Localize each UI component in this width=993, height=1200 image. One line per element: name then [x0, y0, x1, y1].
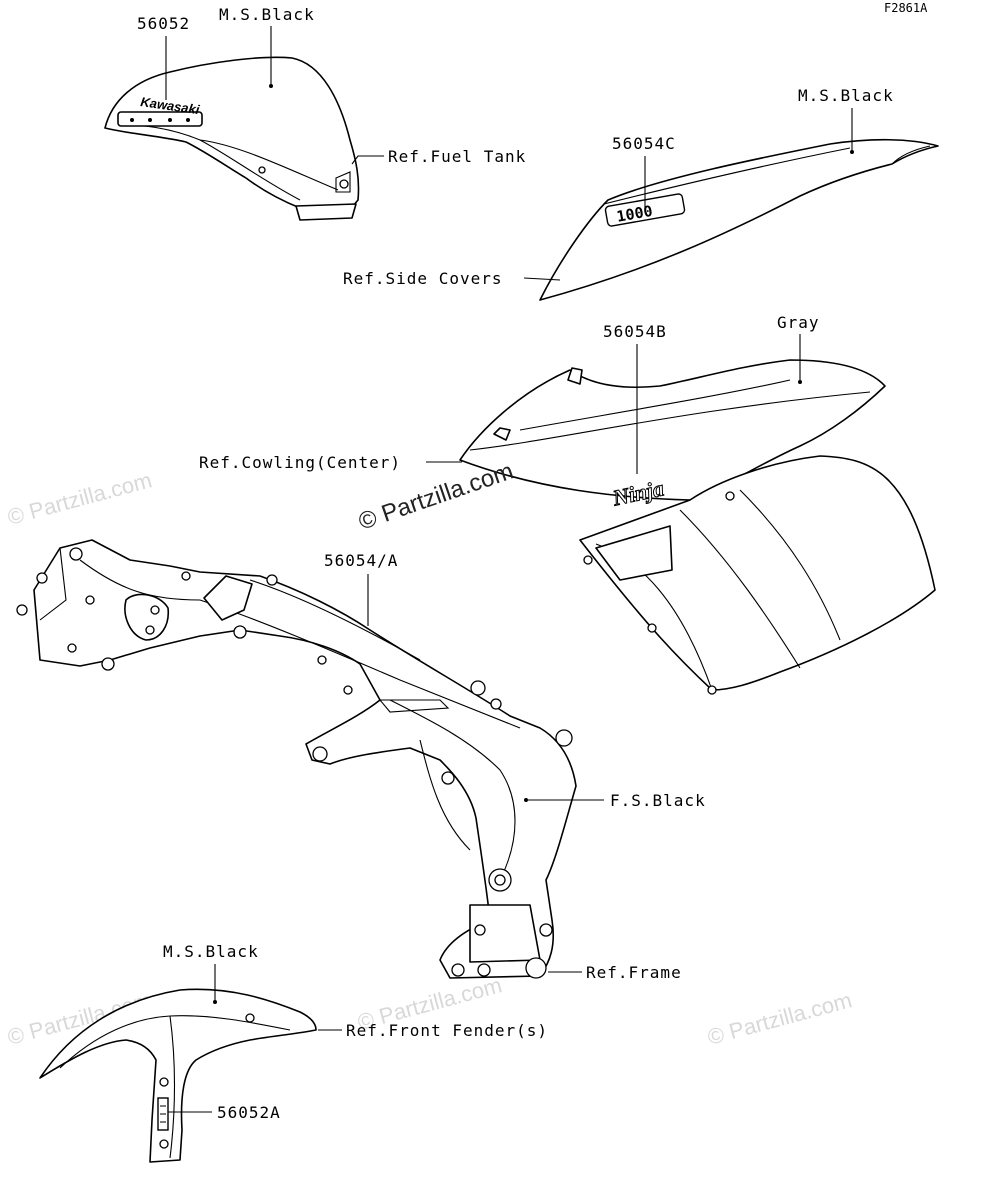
cowling-part-number: 56054B: [603, 322, 667, 341]
side-ref-leader: [523, 277, 561, 281]
center-cowling-illustration: Ninja: [459, 359, 936, 695]
fuel-tank-illustration: Kawasaki: [104, 56, 360, 221]
front-fender-illustration: [39, 988, 317, 1163]
fender-part-number: 56052A: [217, 1103, 281, 1122]
side-cover-illustration: 1000: [539, 138, 939, 301]
cowling-reference-label: Ref.Cowling(Center): [199, 453, 401, 472]
side-cover-badge: 1000: [615, 202, 654, 226]
frame-reference-label: Ref.Frame: [586, 963, 682, 982]
cowling-color-label: Gray: [777, 313, 820, 332]
frame-illustration: [16, 539, 577, 979]
figure-code: F2861A: [884, 1, 928, 15]
fender-reference-label: Ref.Front Fender(s): [346, 1021, 548, 1040]
watermark-left: © Partzilla.com: [5, 467, 155, 530]
tank-ref-leader: [351, 155, 384, 165]
watermark-bottom-right: © Partzilla.com: [705, 987, 855, 1050]
side-cover-color-label: M.S.Black: [798, 86, 894, 105]
tank-part-number: 56052: [137, 14, 190, 33]
frame-part-number: 56054/A: [324, 551, 398, 570]
tank-reference-label: Ref.Fuel Tank: [388, 147, 526, 166]
tank-color-label: M.S.Black: [219, 5, 315, 24]
frame-color-label: F.S.Black: [610, 791, 706, 810]
side-cover-part-number: 56054C: [612, 134, 676, 153]
fender-color-label: M.S.Black: [163, 942, 259, 961]
side-cover-reference-label: Ref.Side Covers: [343, 269, 503, 288]
